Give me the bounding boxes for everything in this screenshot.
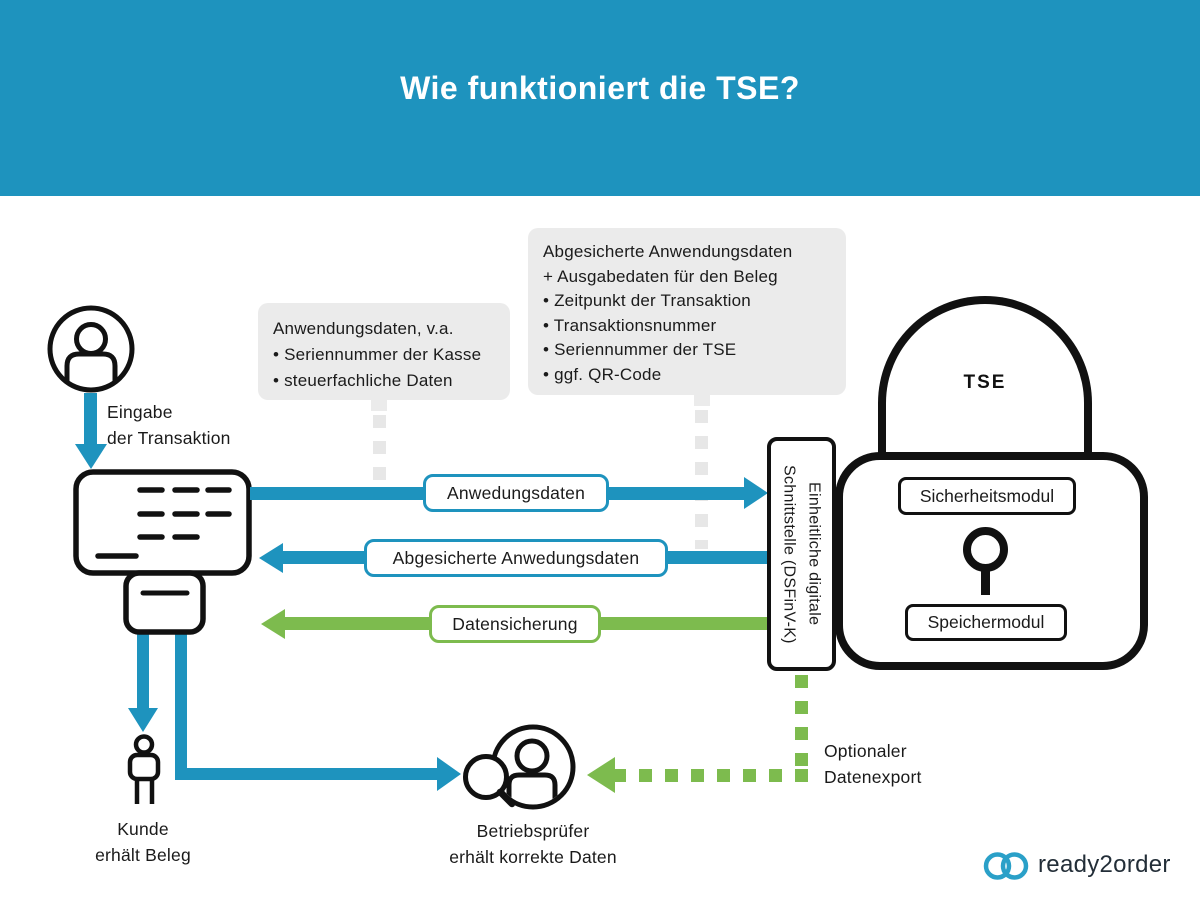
- callout2-item: • Zeitpunkt der Transaktion: [543, 291, 751, 310]
- brand-logo-icon: [983, 852, 1029, 880]
- receipt-arrow-head: [128, 708, 158, 735]
- callout2-item: • Seriennummer der TSE: [543, 340, 737, 359]
- flow-backup-label: Datensicherung: [429, 605, 601, 643]
- header-banner: Wie funktioniert die TSE?: [0, 0, 1200, 196]
- flow-to-tse-label-text: Anwedungsdaten: [446, 482, 586, 503]
- auditor-label-line1: Betriebsprüfer: [476, 821, 590, 841]
- callout2-pointer: [694, 393, 710, 406]
- input-arrow-head: [75, 444, 107, 472]
- flow-to-tse-head: [744, 477, 771, 509]
- callout1-item: • steuerfachliche Daten: [273, 371, 453, 390]
- keyhole-icon: [963, 527, 1008, 572]
- security-module-box: Sicherheitsmodul: [898, 477, 1076, 515]
- export-arrow-head: [584, 757, 615, 793]
- user-circle-icon: [47, 305, 135, 393]
- flow-from-tse-label: Abgesicherte Anwedungsdaten: [364, 539, 668, 577]
- callout-application-data: Anwendungsdaten, v.a. • Seriennummer der…: [258, 303, 510, 400]
- callout2-title-line1: Abgesicherte Anwendungsdaten: [543, 242, 793, 261]
- security-module-label: Sicherheitsmodul: [919, 485, 1055, 506]
- cash-register-icon: [73, 469, 252, 635]
- storage-module-box: Speichermodul: [905, 604, 1067, 641]
- callout1-dashed-connector: [373, 415, 386, 481]
- callout-secured-data: Abgesicherte Anwendungsdaten + Ausgabeda…: [528, 228, 846, 395]
- input-arrow-shaft: [84, 393, 97, 446]
- flow-backup-head: [258, 609, 285, 639]
- customer-label: Kunde erhält Beleg: [58, 816, 228, 868]
- callout2-dashed-connector: [695, 410, 708, 549]
- input-label: Eingabe der Transaktion: [107, 399, 231, 451]
- export-label: Optionaler Datenexport: [824, 738, 922, 790]
- auditor-label: Betriebsprüfer erhält korrekte Daten: [408, 818, 658, 870]
- lock-shackle-icon: [878, 296, 1092, 458]
- page-title: Wie funktioniert die TSE?: [400, 70, 800, 106]
- interface-label-line1: Einheitliche digitale: [805, 482, 823, 626]
- auditor-icon: [463, 724, 576, 810]
- customer-icon: [127, 734, 161, 804]
- export-dashed-vertical: [795, 675, 808, 770]
- auditor-path-horizontal: [175, 768, 437, 780]
- flow-from-tse-label-text: Abgesicherte Anwedungsdaten: [392, 547, 640, 568]
- input-label-line2: der Transaktion: [107, 428, 231, 448]
- flow-backup-label-text: Datensicherung: [452, 613, 578, 634]
- interface-label-line2: Schnittstelle (DSFinV-K): [780, 464, 798, 644]
- receipt-arrow-shaft: [137, 628, 149, 710]
- callout1-title: Anwendungsdaten, v.a.: [273, 319, 454, 338]
- flow-to-tse-label: Anwedungsdaten: [423, 474, 609, 512]
- callout2-item: • Transaktionsnummer: [543, 315, 717, 335]
- interface-box: Einheitliche digitale Schnittstelle (DSF…: [767, 437, 836, 671]
- callout2-title-line2: + Ausgabedaten für den Beleg: [543, 266, 778, 286]
- input-label-line1: Eingabe: [107, 402, 173, 422]
- customer-label-line1: Kunde: [117, 819, 169, 839]
- auditor-arrow-head: [437, 757, 464, 791]
- interface-box-label: Einheitliche digitale Schnittstelle (DSF…: [777, 465, 827, 644]
- keyhole-stem: [981, 568, 990, 595]
- customer-label-line2: erhält Beleg: [95, 845, 191, 865]
- export-label-line2: Datenexport: [824, 767, 922, 787]
- brand-logo-text: ready2order: [1038, 851, 1171, 878]
- tse-title: TSE: [963, 372, 1007, 393]
- auditor-path-vertical: [175, 628, 187, 780]
- callout1-item: • Seriennummer der Kasse: [273, 345, 482, 364]
- callout1-pointer: [371, 398, 387, 411]
- export-dashed-horizontal: [613, 769, 795, 782]
- flow-from-tse-head: [256, 543, 283, 573]
- brand-logo: ready2order: [983, 845, 1171, 885]
- auditor-label-line2: erhält korrekte Daten: [449, 847, 617, 867]
- export-label-line1: Optionaler: [824, 741, 907, 761]
- export-dashed-corner: [795, 769, 808, 782]
- storage-module-label: Speichermodul: [927, 612, 1045, 632]
- callout2-item: • ggf. QR-Code: [543, 364, 662, 384]
